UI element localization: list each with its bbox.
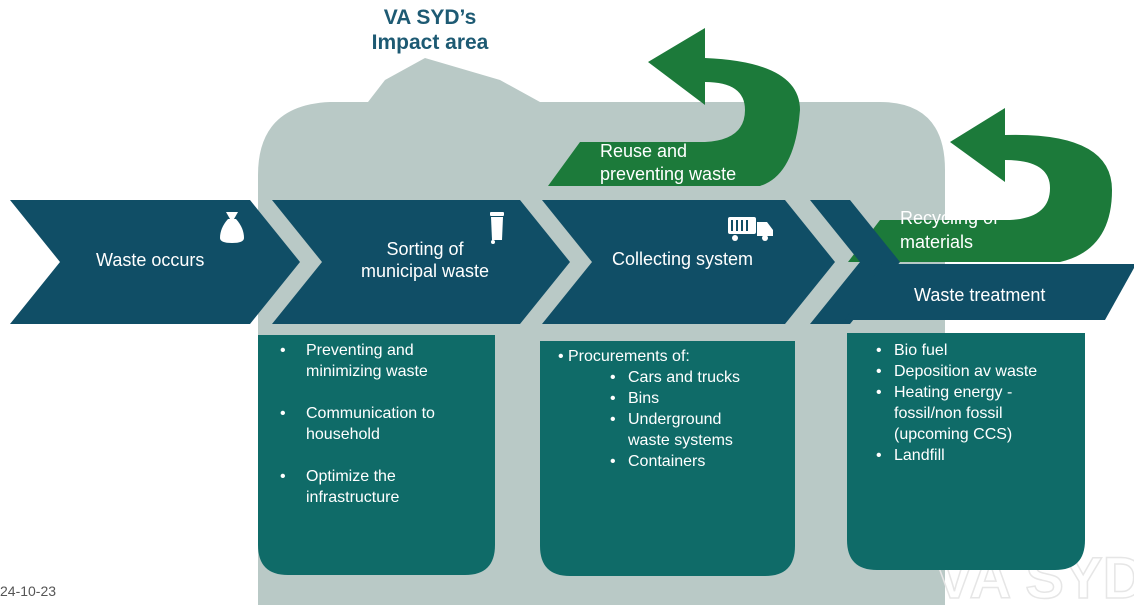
waste-treatment-shape <box>845 264 1134 320</box>
footer-date: 24-10-23 <box>0 583 57 599</box>
list-item: Bio fuel <box>848 340 1083 361</box>
reuse-label: Reuse and preventing waste <box>600 140 736 186</box>
impact-area-title: VA SYD’s Impact area <box>330 5 530 55</box>
box-treatment: Bio fuel Deposition av waste Heating ene… <box>848 340 1083 466</box>
trash-bag-icon <box>220 212 244 243</box>
chevron-end <box>810 200 900 324</box>
list-item: Preventing and minimizing waste <box>268 340 488 382</box>
list-item: Underground waste systems <box>530 409 748 451</box>
reuse-curved-arrow <box>548 28 800 186</box>
sorting-label-line2: municipal waste <box>360 261 490 281</box>
waste-treatment-label: Waste treatment <box>914 285 1046 305</box>
box-collecting: Procurements of: Cars and trucks Bins Un… <box>548 346 788 472</box>
list-item: Deposition av waste <box>848 361 1083 382</box>
list-item: Heating energy - fossil/non fossil (upco… <box>848 382 1044 445</box>
list-item: Landfill <box>848 445 1083 466</box>
list-heading: Procurements of: <box>530 346 788 367</box>
reuse-label-line2: preventing waste <box>600 164 737 184</box>
recycling-curved-arrow <box>848 108 1112 262</box>
list-item: Communication to household <box>268 403 488 445</box>
garbage-truck-icon <box>728 217 773 241</box>
box-sorting: Preventing and minimizing waste Communic… <box>268 340 488 508</box>
sorting-label: Sorting of municipal waste <box>340 238 510 282</box>
list-item: Optimize the infrastructure <box>268 466 488 508</box>
impact-area-title-line1: VA SYD’s <box>383 6 477 29</box>
collecting-label: Collecting system <box>612 249 754 269</box>
recycling-label-line2: materials <box>900 232 974 252</box>
waste-occurs-label: Waste occurs <box>96 250 205 270</box>
waste-bin-icon <box>490 212 504 244</box>
list-item: Cars and trucks <box>530 367 788 388</box>
impact-area-title-line2: Impact area <box>371 31 489 54</box>
box-sorting-bg <box>258 335 495 575</box>
list-item: Containers <box>530 451 788 472</box>
recycling-label-line1: Recycling of <box>900 208 999 228</box>
recycling-label: Recycling of materials <box>900 206 998 254</box>
reuse-label-line1: Reuse and <box>600 141 688 161</box>
sorting-label-line1: Sorting of <box>386 239 464 259</box>
list-item: Bins <box>530 388 788 409</box>
